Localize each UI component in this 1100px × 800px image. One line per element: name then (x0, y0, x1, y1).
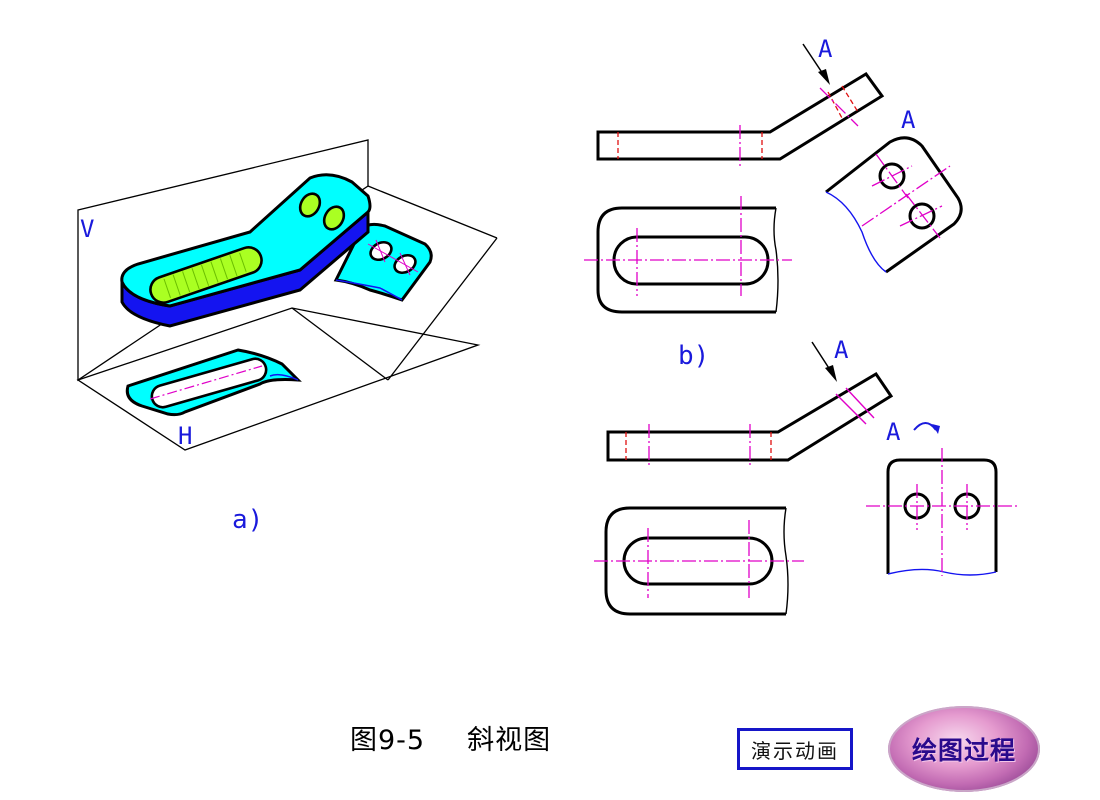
rotation-symbol (913, 422, 937, 431)
arrow-label-c: A (834, 336, 849, 364)
top-view-b (596, 206, 776, 314)
view-label-b: A (901, 106, 916, 134)
arrow-label-b: A (818, 35, 833, 63)
aux-projection (333, 222, 433, 302)
caption-b: b) (678, 341, 709, 371)
oblique-view-b (825, 136, 963, 274)
h-plane (76, 307, 481, 451)
drawing-process-label: 绘图过程 (911, 736, 1016, 765)
orthographic-view-c: A A (594, 336, 1018, 616)
figure-title: 斜视图 (467, 725, 552, 756)
plate-hole-2 (322, 205, 346, 231)
h-projection-slot (150, 357, 268, 409)
pictorial-view-a: V H a) (76, 139, 498, 535)
front-view-c (606, 371, 894, 462)
oblique-hole-1-b (878, 162, 906, 190)
v-plane-label: V (80, 215, 94, 243)
figure-number: 图9-5 (350, 725, 426, 756)
demo-animation-button[interactable]: 演示动画 (737, 728, 853, 770)
front-view-b (596, 72, 885, 161)
h-plane-label: H (178, 422, 192, 450)
oblique-hole-2-b (908, 202, 936, 230)
caption-a: a) (232, 505, 263, 535)
plate-hole-1 (298, 192, 322, 218)
figure-caption: 图9-5 斜视图 (350, 718, 551, 757)
drawing-process-button[interactable]: 绘图过程 (888, 706, 1040, 792)
view-label-c: A (886, 418, 901, 446)
orthographic-view-b: A A b) (584, 35, 963, 371)
